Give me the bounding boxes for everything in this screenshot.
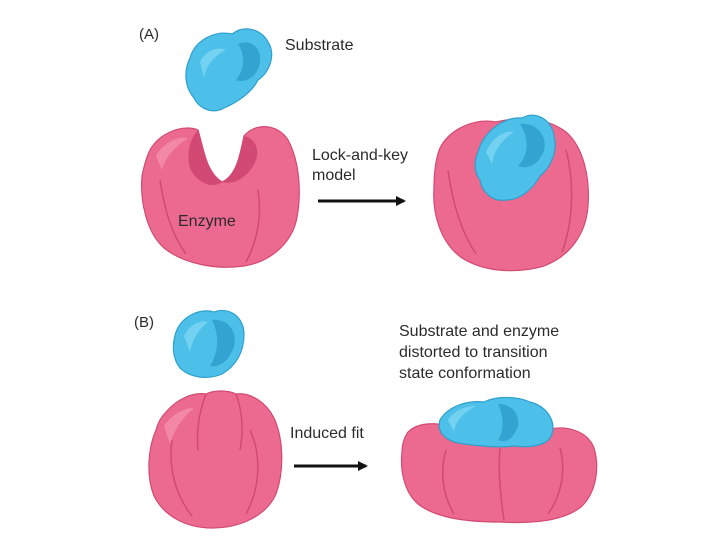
complex-shape-b: [400, 396, 598, 524]
result-label-b-line3: state conformation: [399, 365, 531, 382]
model-label-a-line1: Lock-and-key: [312, 147, 409, 164]
panel-b-label: (B): [134, 314, 154, 331]
induced-fit-label: Induced fit: [290, 425, 364, 442]
substrate-shape-a: [185, 28, 273, 112]
panel-a-label: (A): [139, 26, 159, 43]
enzyme-shape-a: [141, 126, 300, 268]
result-label-b-line1: Substrate and enzyme: [399, 323, 560, 340]
result-label-b-line2: distorted to transition: [399, 344, 548, 361]
complex-shape-a: [433, 114, 589, 272]
enzyme-label-a: Enzyme: [178, 213, 236, 230]
enzyme-shape-b: [148, 390, 283, 529]
substrate-shape-b: [172, 309, 245, 378]
model-label-a-line2: model: [312, 167, 356, 184]
substrate-label-a: Substrate: [285, 37, 354, 54]
